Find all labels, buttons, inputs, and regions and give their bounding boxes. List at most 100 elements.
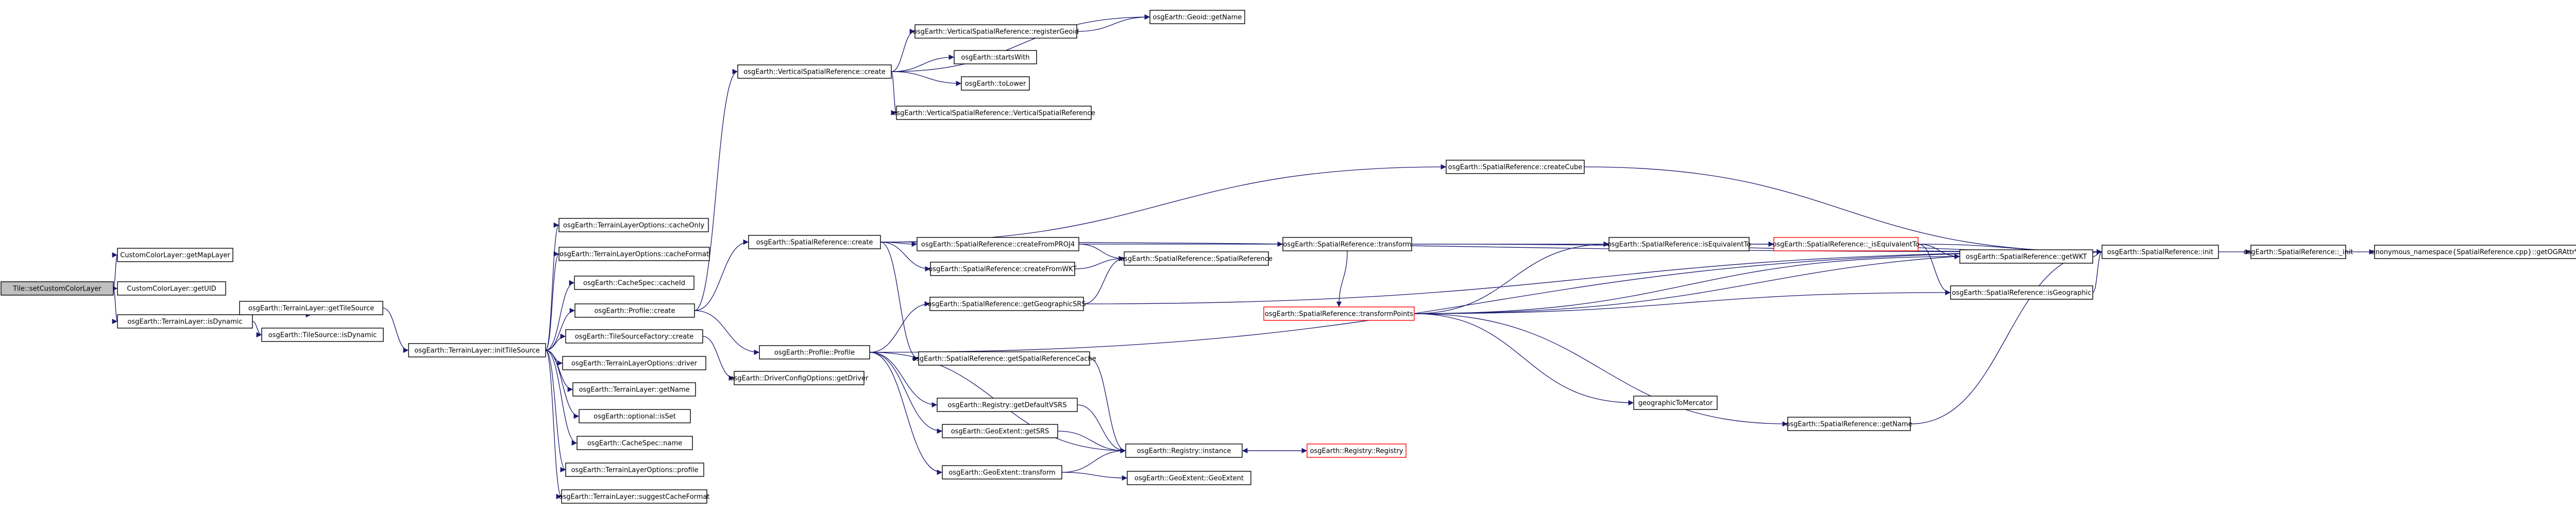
edge-n4-n6 xyxy=(382,307,409,353)
node-box xyxy=(914,24,1077,39)
node-label: osgEarth::TerrainLayer::isDynamic xyxy=(127,318,242,326)
node-n6[interactable]: osgEarth::TerrainLayer::initTileSource xyxy=(408,343,546,357)
node-box xyxy=(1,281,114,296)
node-n0[interactable]: Tile::setCustomColorLayer xyxy=(1,281,114,296)
edge-n6-n8 xyxy=(545,251,560,351)
node-box xyxy=(261,328,384,342)
node-n25[interactable]: osgEarth::VerticalSpatialReference::Vert… xyxy=(892,106,1095,120)
node-n30[interactable]: osgEarth::SpatialReference::getGeographi… xyxy=(927,297,1086,311)
edge-n46-n47 xyxy=(2092,249,2103,293)
node-label: osgEarth::SpatialReference::getSpatialRe… xyxy=(912,355,1096,363)
node-n48[interactable]: osgEarth::SpatialReference::_init xyxy=(2244,245,2353,259)
node-label: osgEarth::TerrainLayer::getTileSource xyxy=(248,305,374,313)
node-n42[interactable]: osgEarth::SpatialReference::_isEquivalen… xyxy=(1772,237,1920,251)
edge-n18-n22 xyxy=(891,28,916,72)
node-label: osgEarth::SpatialReference::transform xyxy=(1283,241,1411,249)
node-n7[interactable]: osgEarth::TerrainLayerOptions::cacheOnly xyxy=(558,218,709,232)
node-n21[interactable]: osgEarth::DriverConfigOptions::getDriver xyxy=(730,371,869,385)
edge-n20-n33 xyxy=(869,352,943,434)
node-n18[interactable]: osgEarth::VerticalSpatialReference::crea… xyxy=(737,64,892,79)
node-n39[interactable]: osgEarth::Registry::Registry xyxy=(1307,443,1406,458)
node-n9[interactable]: osgEarth::CacheSpec::cacheId xyxy=(574,276,694,290)
node-label: osgEarth::DriverConfigOptions::getDriver xyxy=(730,375,869,383)
node-box xyxy=(1633,396,1718,410)
node-n47[interactable]: osgEarth::SpatialReference::init xyxy=(2102,245,2219,259)
node-n2[interactable]: CustomColorLayer::getUID xyxy=(117,281,226,296)
node-box xyxy=(737,64,892,79)
node-box xyxy=(2102,245,2219,259)
node-n46[interactable]: osgEarth::SpatialReference::isGeographic xyxy=(1950,285,2093,300)
node-n3[interactable]: osgEarth::TerrainLayer::isDynamic xyxy=(117,314,253,329)
node-n38[interactable]: osgEarth::GeoExtent::GeoExtent xyxy=(1127,471,1251,485)
edge-n19-n27 xyxy=(880,164,1447,243)
node-label: CustomColorLayer::getUID xyxy=(127,285,216,293)
node-box xyxy=(929,297,1084,311)
edge-n6-n14 xyxy=(545,350,580,419)
node-box xyxy=(1446,160,1585,174)
node-box xyxy=(734,371,865,385)
node-box xyxy=(942,465,1062,480)
node-box xyxy=(1608,237,1750,251)
node-n11[interactable]: osgEarth::TileSourceFactory::create xyxy=(565,329,703,344)
node-n41[interactable]: osgEarth::SpatialReference::isEquivalent… xyxy=(1607,237,1751,251)
node-n37[interactable]: osgEarth::Registry::instance xyxy=(1125,443,1243,458)
node-n43[interactable]: osgEarth::SpatialReference::getName xyxy=(1786,417,1912,431)
node-n17[interactable]: osgEarth::TerrainLayer::suggestCacheForm… xyxy=(558,489,710,504)
edge-n18-n23 xyxy=(891,54,955,72)
edge-n6-n15 xyxy=(545,350,578,446)
edge-n43-n47 xyxy=(1910,249,2103,424)
node-n15[interactable]: osgEarth::CacheSpec::name xyxy=(577,436,693,450)
node-label: CustomColorLayer::getMapLayer xyxy=(120,252,230,260)
node-n49[interactable]: anonymous_namespace{SpatialReference.cpp… xyxy=(2371,245,2576,259)
node-n31[interactable]: osgEarth::SpatialReference::getSpatialRe… xyxy=(912,351,1096,366)
node-n36[interactable]: osgEarth::SpatialReference::transform xyxy=(1282,237,1412,251)
node-n1[interactable]: CustomColorLayer::getMapLayer xyxy=(117,248,233,262)
node-label: osgEarth::TerrainLayer::suggestCacheForm… xyxy=(558,493,709,501)
node-n23[interactable]: osgEarth::startsWith xyxy=(954,50,1037,64)
node-n12[interactable]: osgEarth::TerrainLayerOptions::driver xyxy=(562,356,706,370)
node-n14[interactable]: osgEarth::optional::isSet xyxy=(579,409,691,423)
node-box xyxy=(930,262,1075,276)
node-label: osgEarth::Registry::instance xyxy=(1137,448,1231,455)
node-n16[interactable]: osgEarth::TerrainLayerOptions::profile xyxy=(565,463,704,477)
node-label: osgEarth::TileSourceFactory::create xyxy=(575,333,694,341)
node-n19[interactable]: osgEarth::SpatialReference::create xyxy=(748,235,881,249)
node-label: osgEarth::GeoExtent::transform xyxy=(948,469,1055,477)
node-n29[interactable]: osgEarth::SpatialReference::createFromWK… xyxy=(928,262,1077,276)
node-label: osgEarth::optional::isSet xyxy=(594,413,676,421)
node-n13[interactable]: osgEarth::TerrainLayer::getName xyxy=(572,382,696,397)
node-label: osgEarth::SpatialReference::SpatialRefer… xyxy=(1120,255,1273,263)
node-n24[interactable]: osgEarth::toLower xyxy=(961,76,1030,91)
node-n27[interactable]: osgEarth::SpatialReference::createCube xyxy=(1446,160,1585,174)
node-n35[interactable]: osgEarth::SpatialReference::SpatialRefer… xyxy=(1120,251,1273,266)
node-n8[interactable]: osgEarth::TerrainLayerOptions::cacheForm… xyxy=(558,247,710,261)
edge-n19-n31 xyxy=(880,242,919,362)
node-n20[interactable]: osgEarth::Profile::Profile xyxy=(759,345,870,360)
node-label: osgEarth::Geoid::getName xyxy=(1153,14,1242,22)
node-label: osgEarth::SpatialReference::init xyxy=(2107,249,2213,256)
node-n28[interactable]: osgEarth::SpatialReference::createFromPR… xyxy=(917,237,1079,251)
node-n4[interactable]: osgEarth::TerrainLayer::getTileSource xyxy=(239,301,383,315)
node-box xyxy=(117,248,233,262)
node-box xyxy=(2250,245,2346,259)
node-box xyxy=(748,235,881,249)
node-n26[interactable]: osgEarth::Geoid::getName xyxy=(1149,10,1245,24)
node-box xyxy=(1773,237,1919,251)
node-box xyxy=(577,436,693,450)
node-n44[interactable]: geographicToMercator xyxy=(1633,396,1718,410)
node-n33[interactable]: osgEarth::GeoExtent::getSRS xyxy=(942,424,1058,438)
node-n5[interactable]: osgEarth::TileSource::isDynamic xyxy=(261,328,384,342)
node-n40[interactable]: osgEarth::SpatialReference::transformPoi… xyxy=(1263,306,1415,321)
node-box xyxy=(574,303,695,318)
node-box xyxy=(1127,471,1251,485)
node-label: osgEarth::TileSource::isDynamic xyxy=(268,332,377,339)
node-n34[interactable]: osgEarth::GeoExtent::transform xyxy=(942,465,1062,480)
node-label: osgEarth::Profile::Profile xyxy=(774,349,855,357)
node-n22[interactable]: osgEarth::VerticalSpatialReference::regi… xyxy=(913,24,1079,39)
node-n10[interactable]: osgEarth::Profile::create xyxy=(574,303,695,318)
node-n45[interactable]: osgEarth::SpatialReference::getWKT xyxy=(1959,249,2093,264)
node-n32[interactable]: osgEarth::Registry::getDefaultVSRS xyxy=(937,398,1078,412)
node-box xyxy=(1959,249,2093,264)
node-box xyxy=(918,351,1090,366)
edge-n31-n37 xyxy=(1089,358,1126,454)
